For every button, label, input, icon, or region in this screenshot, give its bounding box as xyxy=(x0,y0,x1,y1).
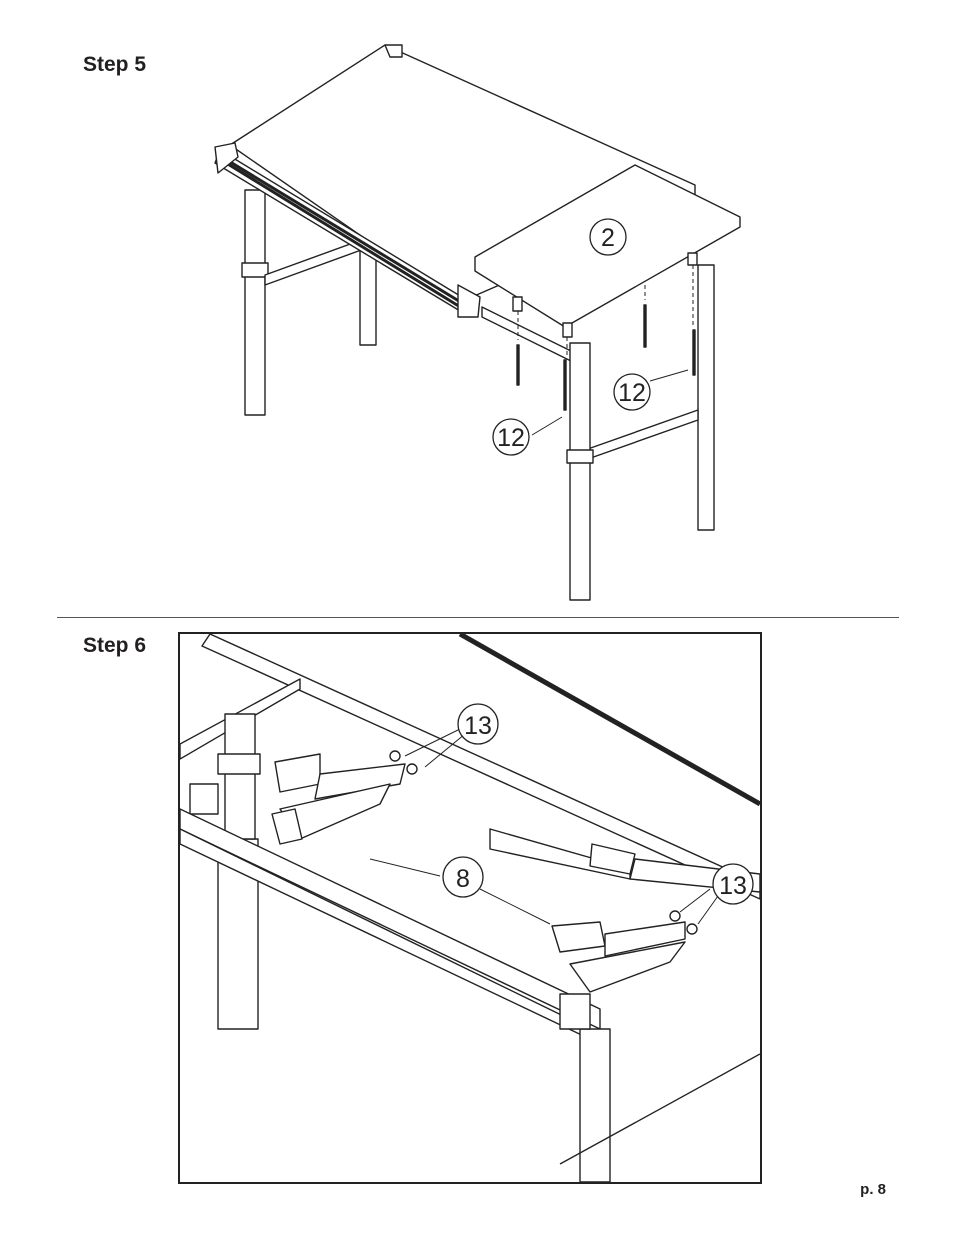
section-divider xyxy=(57,617,899,618)
callout-screws-top-number: 13 xyxy=(464,712,492,740)
screw xyxy=(407,764,417,774)
back-right-leg xyxy=(698,265,714,530)
callout-bracket-number: 8 xyxy=(456,865,470,893)
bracket-top xyxy=(275,754,320,792)
stretcher-right xyxy=(585,410,698,460)
callout-screws-right-number: 13 xyxy=(719,872,747,900)
screw xyxy=(564,360,566,410)
screw xyxy=(517,345,519,385)
callout-screws-right-number: 12 xyxy=(618,379,646,407)
leg-right xyxy=(580,1029,610,1182)
screw xyxy=(687,924,697,934)
step-5-heading: Step 5 xyxy=(83,53,146,77)
callout-panel-number: 2 xyxy=(601,224,615,252)
step-6-illustration: 13 8 13 xyxy=(180,634,760,1182)
screw xyxy=(670,911,680,921)
step-6-heading: Step 6 xyxy=(83,634,146,658)
screw xyxy=(693,330,695,375)
step-5-illustration: 2 12 12 xyxy=(190,35,760,610)
step-6-illustration-frame: 13 8 13 xyxy=(178,632,762,1184)
bracket-bottom xyxy=(552,922,605,952)
callout-screws-left-number: 12 xyxy=(497,424,525,452)
page-number: p. 8 xyxy=(860,1181,886,1198)
screw xyxy=(390,751,400,761)
front-left-leg xyxy=(245,190,265,415)
front-right-leg xyxy=(570,343,590,600)
screw xyxy=(644,305,646,347)
